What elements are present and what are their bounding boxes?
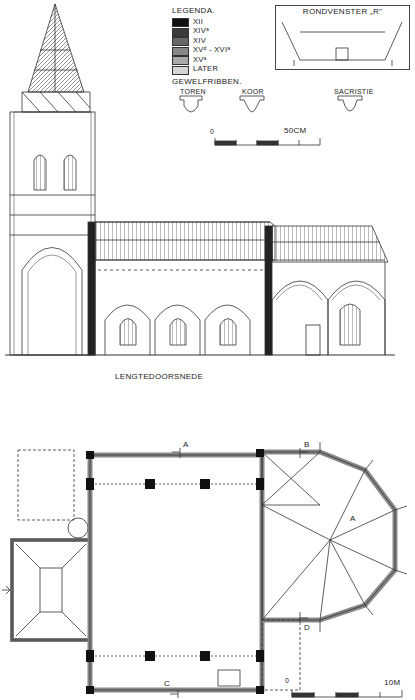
legend-swatch <box>172 28 189 37</box>
legend-swatch <box>172 18 189 27</box>
legend-text: XII <box>193 18 203 26</box>
scale-unit: 10M <box>384 679 400 687</box>
scale-number: 0 <box>285 677 289 684</box>
legend-heading: LEGENDA. <box>172 7 215 15</box>
section-mark: A <box>183 441 189 449</box>
scale-number: 0 <box>210 128 214 135</box>
section-mark: B <box>304 441 310 449</box>
rib-name: TOREN <box>180 88 206 95</box>
legend-swatch <box>172 37 189 46</box>
rib-name: SACRISTIE <box>334 88 374 95</box>
legend-text: XVᵈ - XVIᵃ <box>193 46 230 54</box>
section-mark: D <box>304 624 310 632</box>
bay-letter: A <box>350 515 356 523</box>
legend-swatch <box>172 56 189 65</box>
legend-text: XIVᵃ <box>193 27 209 35</box>
view-title: LENGTEDOORSNEDE <box>115 373 203 381</box>
window-detail-box: RONDVENSTER „R" <box>275 5 410 70</box>
scale-unit: 50CM <box>284 127 307 135</box>
legend-text: LATER <box>193 65 218 73</box>
box-title: RONDVENSTER „R" <box>276 8 409 16</box>
section-mark: C <box>164 680 170 688</box>
section-heading: GEWELFRIBBEN. <box>172 78 242 86</box>
legend-swatch <box>172 66 189 75</box>
legend-text: XVᵃ <box>193 56 207 64</box>
legend-text: XIV <box>193 37 206 45</box>
legend-swatch <box>172 47 189 56</box>
rib-name: KOOR <box>242 88 264 95</box>
